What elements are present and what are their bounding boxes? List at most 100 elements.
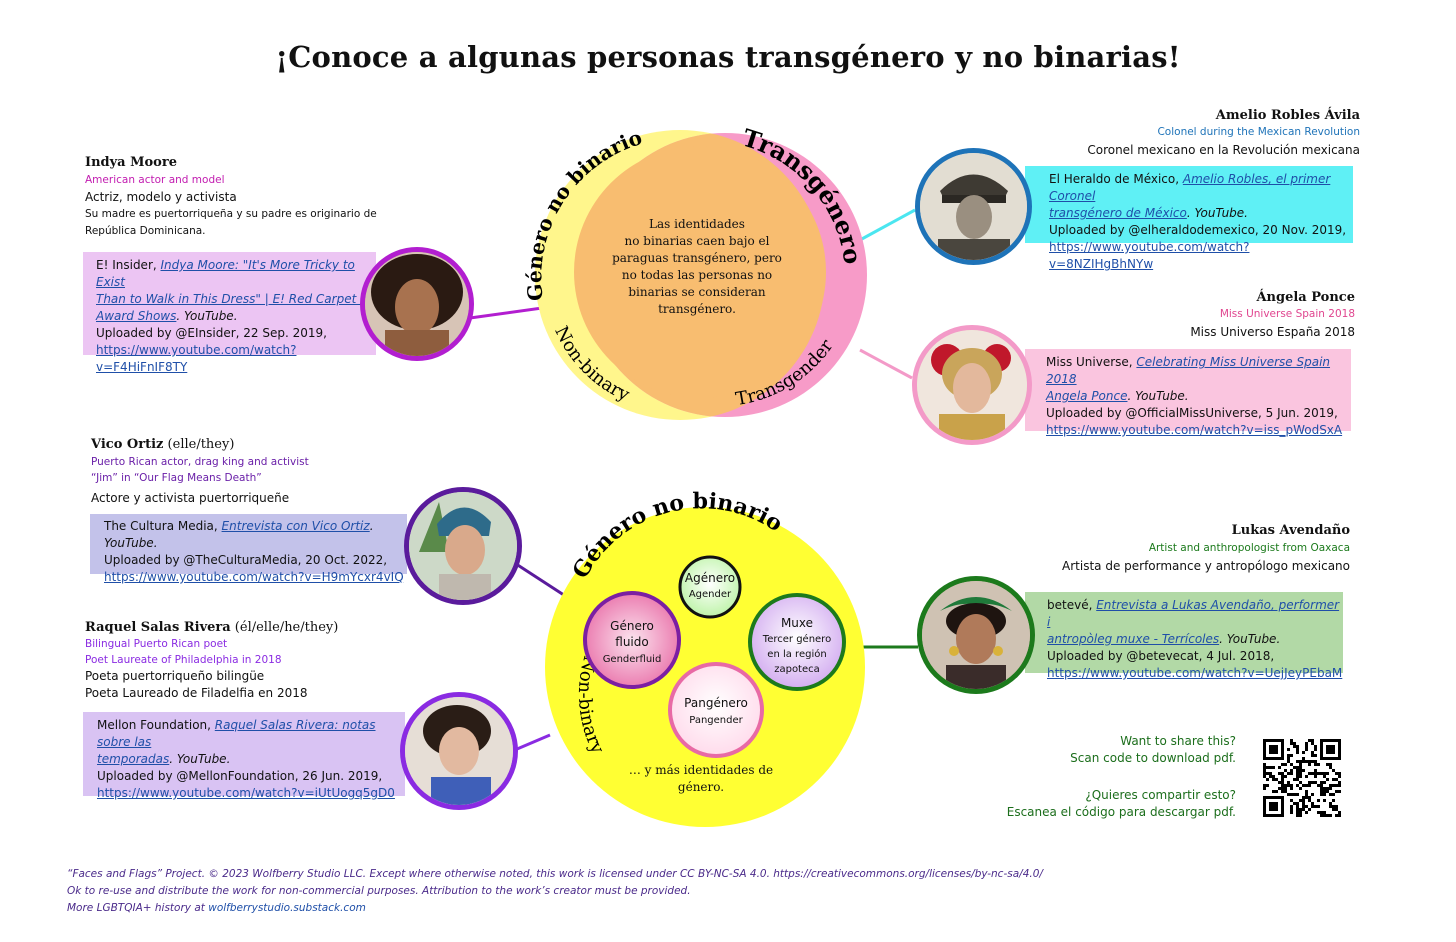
more-identities-2: género. [678, 780, 724, 794]
source-box-vico: The Cultura Media, Entrevista con Vico O… [90, 514, 407, 584]
yt-angela: . YouTube. [1127, 389, 1189, 403]
video-link-raquel[interactable]: Raquel Salas Rivera: notas sobre las [97, 718, 376, 749]
substack-link[interactable]: wolfberrystudio.substack.com [208, 902, 366, 914]
footer: “Faces and Flags” Project. © 2023 Wolfbe… [67, 866, 1043, 917]
video-link-indya-2[interactable]: Than to Walk in This Dress" | E! Red Car… [96, 292, 370, 306]
portrait-amelio-icon [920, 153, 1027, 260]
person-en-angela: Miss Universe Spain 2018 [1219, 308, 1355, 320]
genderfluid-es-1: Género [610, 619, 654, 633]
source-lukas: betevé, [1047, 598, 1097, 612]
video-link-lukas[interactable]: Entrevista a Lukas Avendaño, performer i [1047, 598, 1340, 629]
person-name-amelio: Amelio Robles Ávila [1215, 108, 1360, 123]
portrait-indya-icon [365, 252, 469, 356]
venn-center-line: transgénero. [658, 302, 736, 316]
muxe-en-3: zapoteca [774, 664, 820, 675]
yt-lukas: . YouTube. [1219, 632, 1281, 646]
share-es: ¿Quieres compartir esto? Escanea el códi… [1000, 787, 1236, 821]
person-name-angela: Ángela Ponce [1256, 290, 1355, 305]
qr-code[interactable] [1263, 739, 1341, 821]
pangender-en: Pangender [689, 715, 743, 726]
venn-center-line: no todas las personas no [622, 268, 772, 282]
person-es-raquel-1: Poeta puertorriqueño bilingüe [85, 669, 265, 683]
share-es-1: ¿Quieres compartir esto? [1085, 788, 1236, 802]
source-box-raquel: Mellon Foundation, Raquel Salas Rivera: … [83, 712, 405, 800]
photo-indya [360, 247, 474, 361]
yt-amelio: . YouTube. [1186, 206, 1248, 220]
uploaded-lukas: Uploaded by @betevecat, 4 Jul. 2018, [1047, 649, 1275, 663]
person-en-indya: American actor and model [85, 174, 225, 186]
video-link-angela-2[interactable]: Angela Ponce [1046, 389, 1128, 403]
footer-more-prefix: More LGBTQIA+ history at [67, 902, 209, 914]
url-raquel[interactable]: https://www.youtube.com/watch?v=iUtUogq5… [97, 786, 395, 800]
source-box-lukas: betevé, Entrevista a Lukas Avendaño, per… [1025, 592, 1343, 680]
source-box-indya: E! Insider, Indya Moore: "It's More Tric… [83, 252, 376, 374]
share-en-1: Want to share this? [1120, 734, 1236, 748]
source-angela: Miss Universe, [1046, 355, 1137, 369]
venn-center-line: Las identidades [649, 217, 745, 231]
url-angela[interactable]: https://www.youtube.com/watch?v=iss_pWod… [1046, 423, 1343, 437]
genderfluid-bubble [583, 591, 681, 689]
connector-angela [859, 348, 913, 380]
url-amelio[interactable]: https://www.youtube.com/watch?v=8NZIHgBh… [1049, 240, 1250, 271]
uploaded-vico: Uploaded by @TheCulturaMedia, 20 Oct. 20… [104, 553, 388, 567]
video-link-indya-3[interactable]: Award Shows [96, 309, 177, 323]
genderfluid-es-2: fluido [615, 635, 648, 649]
photo-lukas [917, 576, 1035, 694]
source-amelio: El Heraldo de México, [1049, 172, 1183, 186]
person-en-vico-2: “Jim” in “Our Flag Means Death” [91, 472, 262, 484]
video-link-amelio-2[interactable]: transgénero de México [1049, 206, 1187, 220]
uploaded-indya: Uploaded by @EInsider, 22 Sep. 2019, [96, 326, 327, 340]
person-name-vico: Vico Ortiz (elle/they) [91, 437, 234, 452]
venn-center-text: Las identidades no binarias caen bajo el… [612, 217, 782, 316]
url-indya[interactable]: https://www.youtube.com/watch?v=F4HiFnIF… [96, 343, 297, 374]
video-link-amelio[interactable]: Amelio Robles, el primer Coronel [1049, 172, 1331, 203]
qr-code-icon [1263, 739, 1341, 817]
person-note-indya-1: Su madre es puertorriqueña y su padre es… [85, 208, 377, 220]
video-link-angela[interactable]: Celebrating Miss Universe Spain 2018 [1046, 355, 1331, 386]
genderfluid-en: Genderfluid [603, 654, 662, 665]
url-lukas[interactable]: https://www.youtube.com/watch?v=UejJeyPE… [1047, 666, 1343, 680]
muxe-en-2: en la región [767, 648, 826, 660]
agender-es: Agénero [685, 571, 735, 585]
person-en-lukas: Artist and anthropologist from Oaxaca [1148, 542, 1350, 554]
portrait-raquel-icon [405, 697, 513, 805]
person-es-raquel-2: Poeta Laureado de Filadelfia en 2018 [85, 686, 308, 700]
person-name-raquel: Raquel Salas Rivera (él/elle/he/they) [85, 620, 338, 635]
pangender-bubble [668, 662, 764, 758]
video-link-vico[interactable]: Entrevista con Vico Ortiz [221, 519, 370, 533]
agender-bubble [678, 555, 742, 619]
source-vico: The Cultura Media, [104, 519, 222, 533]
uploaded-amelio: Uploaded by @elheraldodemexico, 20 Nov. … [1049, 223, 1347, 237]
person-name-vico-text: Vico Ortiz [91, 437, 164, 452]
more-identities-1: … y más identidades de [629, 763, 773, 777]
portrait-angela-icon [917, 330, 1027, 440]
person-name-indya: Indya Moore [85, 155, 177, 170]
person-es-amelio: Coronel mexicano en la Revolución mexica… [1087, 143, 1360, 157]
muxe-es: Muxe [781, 616, 813, 630]
agender-en: Agender [689, 589, 732, 600]
video-link-indya[interactable]: Indya Moore: "It's More Tricky to Exist [96, 258, 355, 289]
share-en: Want to share this? Scan code to downloa… [1000, 733, 1236, 767]
muxe-bubble [748, 593, 846, 691]
url-vico[interactable]: https://www.youtube.com/watch?v=H9mYcxr4… [104, 570, 404, 584]
uploaded-angela: Uploaded by @OfficialMissUniverse, 5 Jun… [1046, 406, 1338, 420]
venn-center-line: no binarias caen bajo el [625, 234, 770, 248]
venn-center-line: binarias se consideran [628, 285, 766, 299]
pronouns-vico: (elle/they) [163, 437, 235, 452]
footer-reuse: Ok to re-use and distribute the work for… [67, 885, 691, 897]
person-en-amelio: Colonel during the Mexican Revolution [1157, 126, 1360, 138]
connector-amelio [859, 208, 916, 242]
venn-inner-overlap [574, 146, 826, 398]
share-es-2: Escanea el código para descargar pdf. [1006, 805, 1236, 819]
share-en-2: Scan code to download pdf. [1070, 751, 1236, 765]
person-es-indya: Actriz, modelo y activista [85, 190, 237, 204]
muxe-en-1: Tercer género [762, 633, 831, 645]
page-title: ¡Conoce a algunas personas transgénero y… [275, 40, 1181, 74]
footer-more: More LGBTQIA+ history at wolfberrystudio… [67, 900, 1043, 917]
video-link-lukas-2[interactable]: antropòleg muxe - Terrícoles [1047, 632, 1220, 646]
photo-angela [912, 325, 1032, 445]
video-link-raquel-2[interactable]: temporadas [97, 752, 170, 766]
photo-amelio [915, 148, 1032, 265]
pangender-es: Pangénero [684, 696, 748, 710]
